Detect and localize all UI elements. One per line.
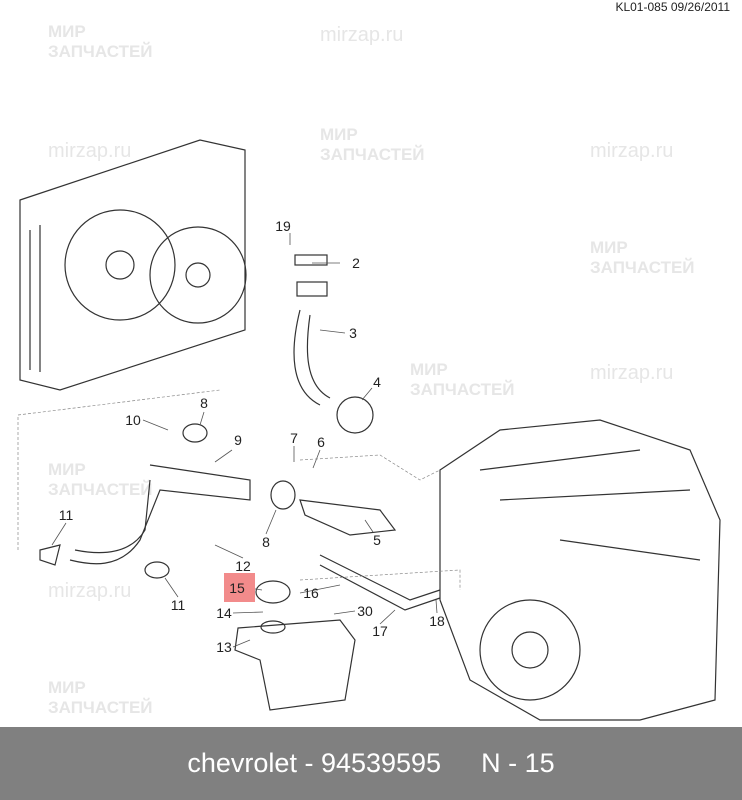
callout-18[interactable]: 18 xyxy=(429,613,445,629)
part-number: chevrolet - 94539595 xyxy=(187,748,442,778)
watermark-line1: МИР xyxy=(48,460,86,479)
watermark-site: mirzap.ru xyxy=(320,24,404,46)
footer-bar: chevrolet - 94539595 N - 15 xyxy=(0,727,742,800)
watermark-line2: ЗАПЧАСТЕЙ xyxy=(320,145,425,164)
callout-7[interactable]: 7 xyxy=(290,430,298,446)
watermark-site: mirzap.ru xyxy=(48,140,132,162)
watermark-line1: МИР xyxy=(590,238,628,257)
callout-12[interactable]: 12 xyxy=(235,558,251,574)
callout-14[interactable]: 14 xyxy=(216,605,232,621)
watermark-site: mirzap.ru xyxy=(48,580,132,602)
callout-11b[interactable]: 11 xyxy=(170,597,186,613)
hoses xyxy=(39,254,441,611)
callout-11[interactable]: 11 xyxy=(58,507,74,523)
watermark-line1: МИР xyxy=(48,22,86,41)
callout-8b[interactable]: 8 xyxy=(262,534,270,550)
watermark-line2: ЗАПЧАСТЕЙ xyxy=(48,480,153,499)
callout-15[interactable]: 15 xyxy=(229,580,245,596)
coolant-reservoir xyxy=(234,580,356,711)
watermark-line1: МИР xyxy=(48,678,86,697)
watermark-line1: МИР xyxy=(320,125,358,144)
callout-5[interactable]: 5 xyxy=(373,532,381,548)
watermark-line2: ЗАПЧАСТЕЙ xyxy=(410,380,515,399)
drawing-reference: KL01-085 09/26/2011 xyxy=(615,0,730,14)
watermark-site: mirzap.ru xyxy=(590,140,674,162)
callout-3[interactable]: 3 xyxy=(349,325,357,341)
callout-10[interactable]: 10 xyxy=(125,412,141,428)
highlighted-callout-box xyxy=(224,573,255,602)
callout-17[interactable]: 17 xyxy=(372,623,388,639)
position-number: N - 15 xyxy=(481,748,555,778)
callout-4[interactable]: 4 xyxy=(373,374,381,390)
callout-2[interactable]: 2 xyxy=(352,255,360,271)
watermark-line2: ЗАПЧАСТЕЙ xyxy=(48,42,153,61)
callout-16[interactable]: 16 xyxy=(303,585,319,601)
callout-13[interactable]: 13 xyxy=(216,639,232,655)
callout-8[interactable]: 8 xyxy=(200,395,208,411)
watermark-site: mirzap.ru xyxy=(590,362,674,384)
watermark-line2: ЗАПЧАСТЕЙ xyxy=(48,698,153,717)
engine-assembly xyxy=(439,419,721,721)
radiator-fan-assembly xyxy=(19,139,247,391)
exploded-diagram xyxy=(17,139,721,721)
callout-19[interactable]: 19 xyxy=(275,218,291,234)
watermark-line1: МИР xyxy=(410,360,448,379)
watermark-line2: ЗАПЧАСТЕЙ xyxy=(590,258,695,277)
callout-30[interactable]: 30 xyxy=(357,603,373,619)
callout-6[interactable]: 6 xyxy=(317,434,325,450)
callout-9[interactable]: 9 xyxy=(234,432,242,448)
